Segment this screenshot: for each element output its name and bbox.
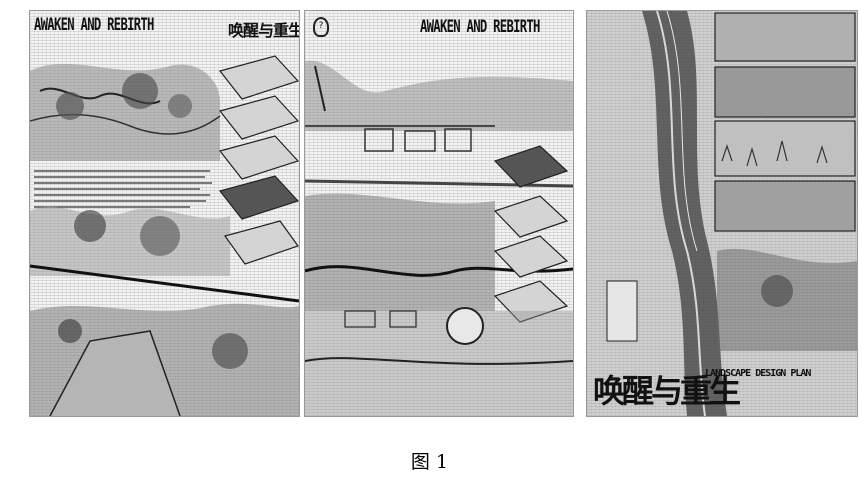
poster-mark-icon: ? xyxy=(313,17,329,37)
poster-title-cn: 唤醒与重生 xyxy=(228,21,300,40)
poster-panel-1: AWAKEN AND REBIRTH 唤醒与重生 xyxy=(29,10,300,417)
landscape-sketch-1 xyxy=(30,55,299,416)
site-plan-sketch xyxy=(587,11,857,416)
landscape-sketch-2 xyxy=(305,60,573,416)
poster-subtitle-en: LANDSCAPE DESIGN PLAN xyxy=(705,368,811,379)
poster-panel-2: ? AWAKEN AND REBIRTH xyxy=(304,10,574,417)
figure-caption: 图 1 xyxy=(410,451,449,473)
poster-title-en: AWAKEN AND REBIRTH xyxy=(34,15,154,35)
poster-title-en: AWAKEN AND REBIRTH xyxy=(420,17,540,37)
poster-panel-3: 唤醒与重生 LANDSCAPE DESIGN PLAN xyxy=(586,10,858,417)
poster-title-cn: 唤醒与重生 xyxy=(593,372,741,410)
